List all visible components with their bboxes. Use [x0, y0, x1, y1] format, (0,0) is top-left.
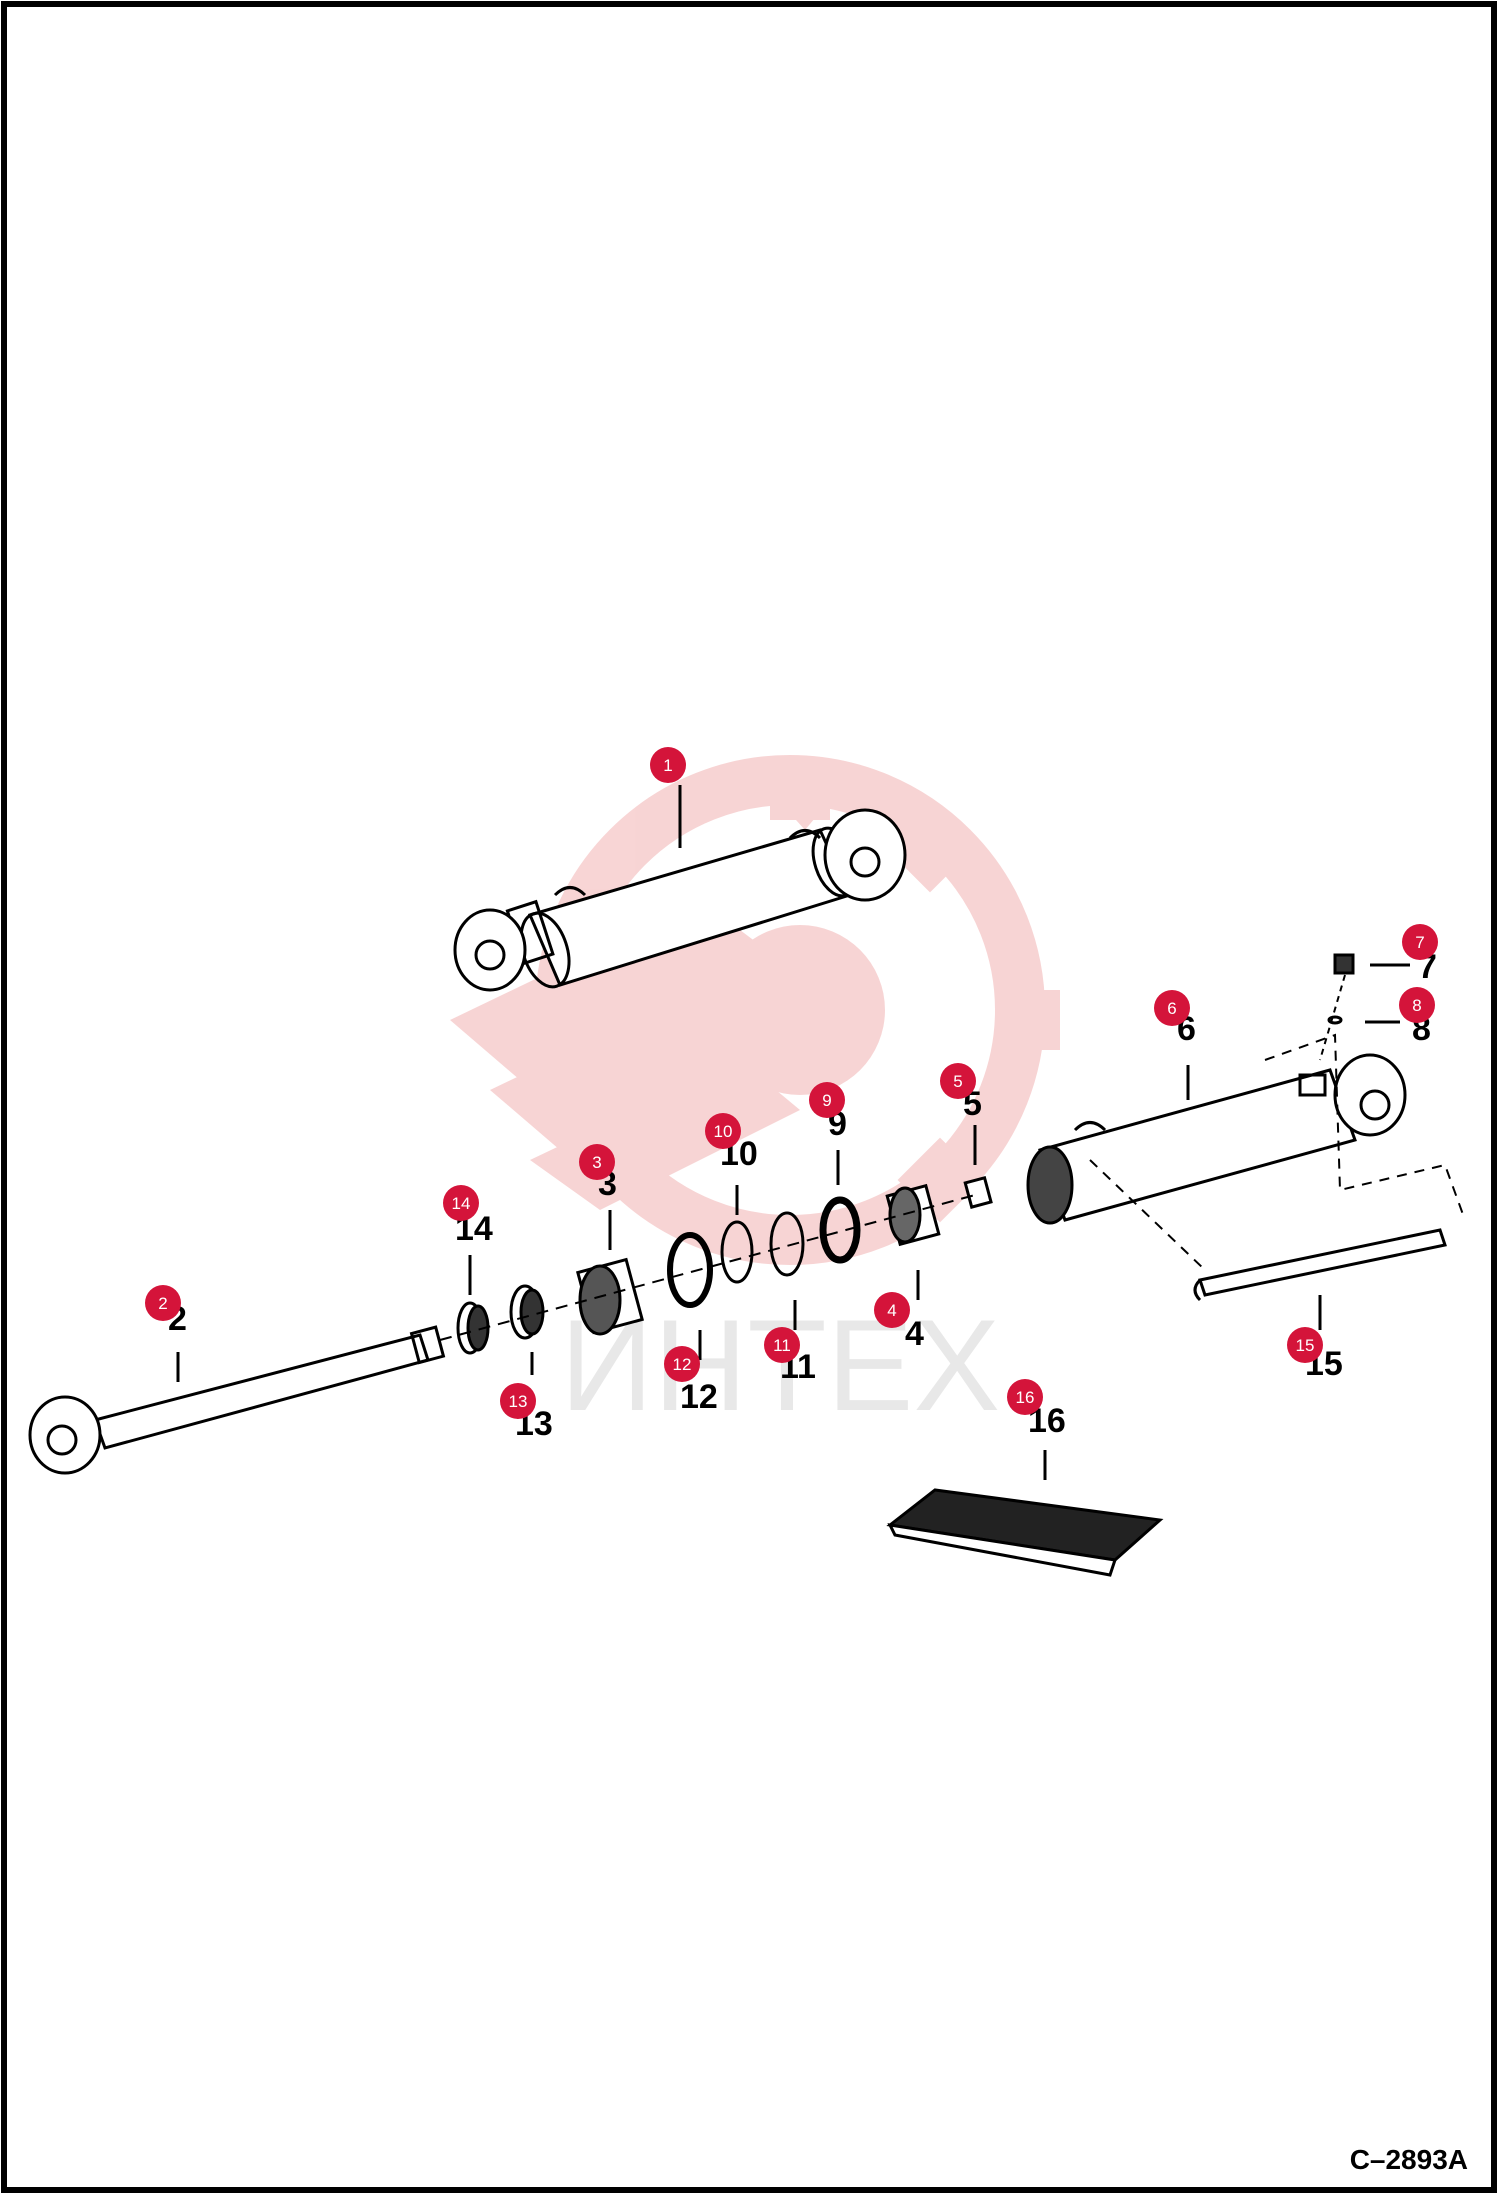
callout-15: 15 [1287, 1327, 1323, 1363]
part-4-gland [885, 1183, 941, 1300]
svg-text:11: 11 [773, 1336, 791, 1355]
callouts: 1 2 3 4 5 6 7 8 9 10 11 12 13 14 15 16 [145, 747, 1438, 1419]
callout-6: 6 [1154, 990, 1190, 1026]
part-12-ring [667, 1232, 713, 1360]
svg-text:4: 4 [887, 1301, 896, 1320]
svg-text:8: 8 [1412, 996, 1421, 1015]
part-1-cylinder-assembly [453, 785, 907, 992]
callout-14: 14 [443, 1185, 479, 1221]
part-7-fitting [1333, 953, 1410, 975]
svg-text:9: 9 [822, 1091, 831, 1110]
callout-16: 16 [1007, 1379, 1043, 1415]
part-10-oring [720, 1185, 754, 1284]
part-9-ring [819, 1150, 861, 1264]
part-15-pin [1193, 1228, 1447, 1330]
callout-7: 7 [1402, 924, 1438, 960]
fitting-dashline [1319, 974, 1346, 1061]
svg-text:7: 7 [1415, 933, 1424, 952]
part-6-barrel [1026, 1053, 1407, 1225]
callout-11: 11 [764, 1327, 800, 1363]
svg-text:3: 3 [592, 1153, 601, 1172]
part-3-piston [575, 1210, 645, 1336]
label-4: 4 [905, 1315, 924, 1353]
svg-text:6: 6 [1167, 999, 1176, 1018]
callout-9: 9 [809, 1082, 845, 1118]
part-8-oring [1327, 1015, 1400, 1025]
svg-text:13: 13 [509, 1392, 528, 1411]
svg-text:14: 14 [452, 1194, 471, 1213]
svg-text:12: 12 [673, 1355, 692, 1374]
label-12: 12 [680, 1378, 718, 1416]
part-5-nut [963, 1125, 993, 1209]
pin-dashline-1 [1089, 1159, 1206, 1271]
part-16-seal-kit [886, 1450, 1164, 1577]
svg-text:15: 15 [1296, 1336, 1315, 1355]
callout-5: 5 [940, 1063, 976, 1099]
part-14-washer [456, 1255, 490, 1355]
part-2-rod [28, 1325, 446, 1475]
callout-2: 2 [145, 1285, 181, 1321]
callout-8: 8 [1399, 987, 1435, 1023]
svg-text:1: 1 [663, 756, 672, 775]
figure-code: C–2893A [1349, 2144, 1468, 2175]
svg-text:2: 2 [158, 1294, 167, 1313]
part-13-washer [509, 1284, 545, 1375]
callout-10: 10 [705, 1113, 741, 1149]
part-11-oring [769, 1211, 805, 1330]
svg-text:5: 5 [953, 1072, 962, 1091]
svg-text:10: 10 [714, 1122, 733, 1141]
callout-3: 3 [579, 1144, 615, 1180]
assembly-centerline [439, 1194, 976, 1341]
callout-1: 1 [650, 747, 686, 783]
svg-text:16: 16 [1016, 1388, 1035, 1407]
callout-4: 4 [874, 1292, 910, 1328]
callout-13: 13 [500, 1383, 536, 1419]
callout-12: 12 [664, 1346, 700, 1382]
